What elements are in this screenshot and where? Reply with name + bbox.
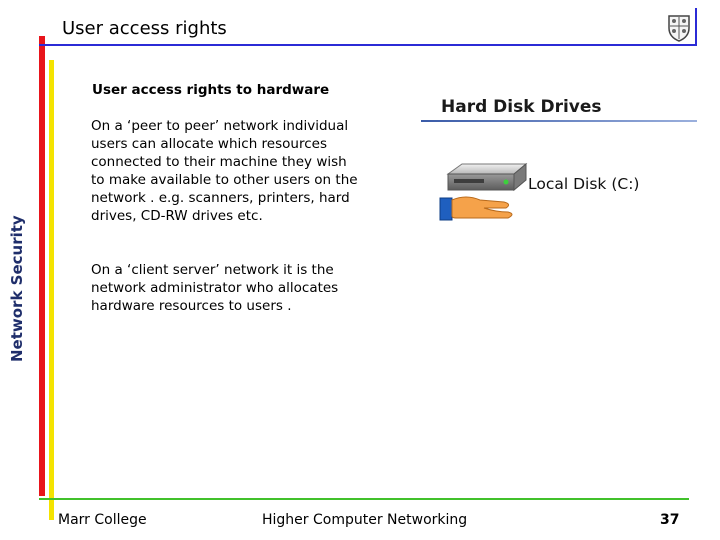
local-disk-item[interactable]: Local Disk (C:) [436,160,646,222]
footer-school: Marr College [58,512,147,528]
footer-course: Higher Computer Networking [262,512,468,528]
blue-horizontal-line [39,44,696,46]
school-crest-icon [668,15,690,42]
paragraph-client-server: On a ‘client server’ network it is the n… [91,262,339,314]
heading-underline [421,120,697,122]
side-label: Network Security [8,215,26,362]
local-disk-label: Local Disk (C:) [528,175,640,193]
hard-drive-icon [446,162,528,192]
page-number: 37 [660,512,680,528]
red-vertical-bar [39,36,45,496]
green-horizontal-line [39,498,689,500]
yellow-vertical-bar [49,60,54,520]
blue-vertical-line [695,8,697,46]
slide-title: User access rights [62,18,227,39]
sharing-hand-icon [439,196,513,221]
paragraph-peer-to-peer: On a ‘peer to peer’ network individual u… [91,118,358,224]
subheading: User access rights to hardware [92,82,330,98]
hard-disk-drives-heading: Hard Disk Drives [441,97,602,117]
